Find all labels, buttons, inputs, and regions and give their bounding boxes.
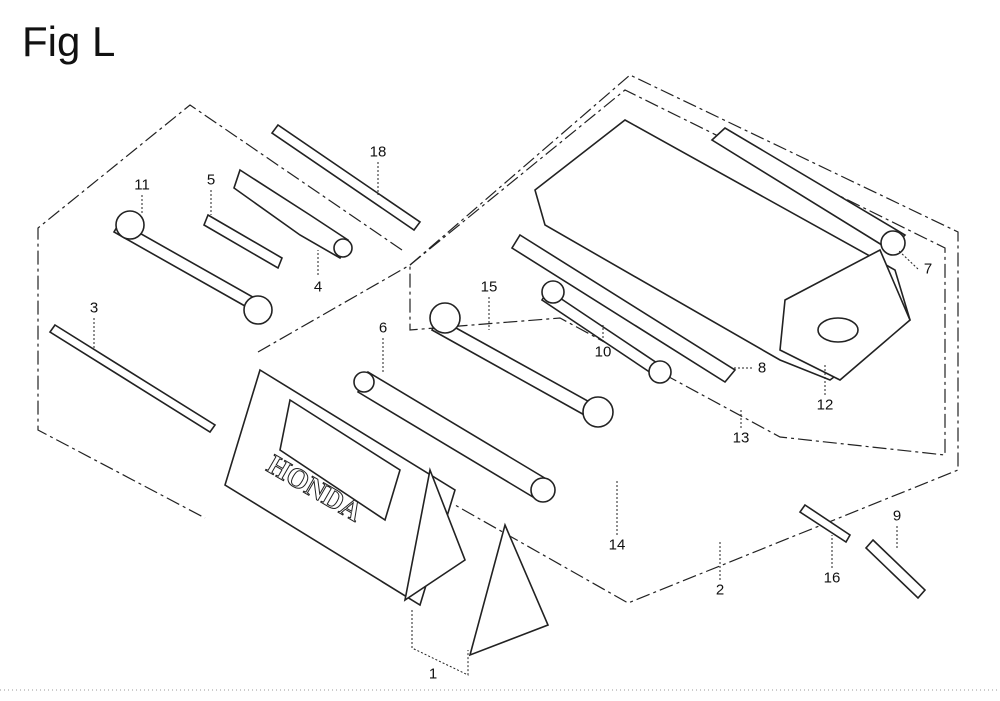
callout-1: 1 bbox=[428, 665, 438, 683]
part-13-tool-case bbox=[534, 119, 911, 381]
callout-9: 9 bbox=[892, 507, 902, 525]
callout-12: 12 bbox=[816, 396, 834, 414]
callout-3: 3 bbox=[89, 299, 99, 317]
part-6-box-wrench bbox=[353, 370, 556, 503]
callout-6: 6 bbox=[378, 319, 388, 337]
callout-14: 14 bbox=[608, 536, 626, 554]
callout-13: 13 bbox=[732, 429, 750, 447]
figure-title: Fig L bbox=[22, 18, 116, 65]
callout-10: 10 bbox=[594, 343, 612, 361]
callout-8: 8 bbox=[757, 359, 767, 377]
part-8-tommy-bar bbox=[510, 233, 737, 384]
part-10-wrench bbox=[540, 280, 672, 384]
part-16-clip bbox=[798, 503, 852, 544]
part-18-screwdriver-bit bbox=[270, 123, 422, 232]
callout-5: 5 bbox=[206, 171, 216, 189]
callout-2: 2 bbox=[715, 581, 725, 599]
callout-15: 15 bbox=[480, 278, 498, 296]
part-5-bit bbox=[203, 213, 283, 270]
part-4-screwdriver-handle bbox=[233, 168, 353, 260]
callout-18: 18 bbox=[369, 143, 387, 161]
part-3-screwdriver bbox=[48, 323, 217, 434]
part-11-wrench bbox=[112, 210, 273, 325]
callout-11: 11 bbox=[134, 176, 150, 194]
callout-4: 4 bbox=[313, 278, 323, 296]
part-7-box-wrench bbox=[710, 127, 907, 256]
part-1-tool-bag: HONDA bbox=[224, 368, 550, 657]
leader-lines bbox=[93, 162, 919, 676]
left-group-boundary bbox=[37, 104, 403, 519]
callout-7: 7 bbox=[923, 260, 933, 278]
part-9-spark-plug bbox=[864, 538, 927, 600]
callout-16: 16 bbox=[823, 569, 841, 587]
part-15-wrench bbox=[429, 302, 614, 428]
